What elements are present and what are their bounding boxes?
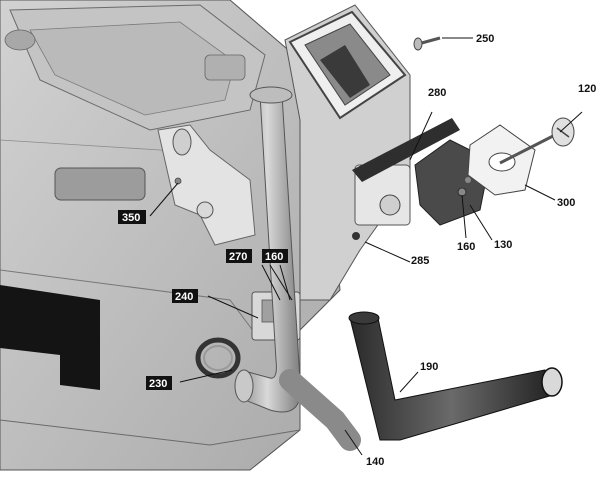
- callout-230: 230: [149, 378, 167, 390]
- inlet-housing: [284, 4, 411, 301]
- probe: [499, 117, 575, 165]
- callout-box-240: [172, 289, 198, 303]
- callout-240: 240: [175, 291, 193, 303]
- callout-300: 300: [557, 197, 575, 209]
- callout-250: 250: [476, 33, 494, 45]
- callout-box-160-left: [262, 249, 288, 263]
- callout-140: 140: [366, 456, 384, 468]
- hose-clamp: [195, 337, 241, 379]
- callout-190: 190: [420, 361, 438, 373]
- callout-160-right: 160: [457, 241, 475, 253]
- callout-270: 270: [229, 251, 247, 263]
- callout-labels: 250 120 280 300 160 130 285 190 140 350 …: [118, 33, 596, 468]
- leader-lines: [149, 37, 583, 456]
- latch-bracket: [157, 124, 256, 246]
- callout-280: 280: [428, 87, 446, 99]
- callout-box-270: [226, 249, 252, 263]
- machine-body: [0, 0, 341, 471]
- callout-box-230: [146, 376, 172, 390]
- callout-box-350: [118, 210, 146, 224]
- callout-120: 120: [578, 83, 596, 95]
- callout-285: 285: [411, 255, 429, 267]
- sensor-bracket-assembly: [352, 118, 491, 240]
- gasket: [467, 124, 536, 196]
- callout-350: 350: [122, 212, 140, 224]
- callout-160-left: 160: [265, 251, 283, 263]
- suction-hose: [348, 311, 563, 441]
- callout-130: 130: [494, 239, 512, 251]
- screw: [413, 36, 441, 51]
